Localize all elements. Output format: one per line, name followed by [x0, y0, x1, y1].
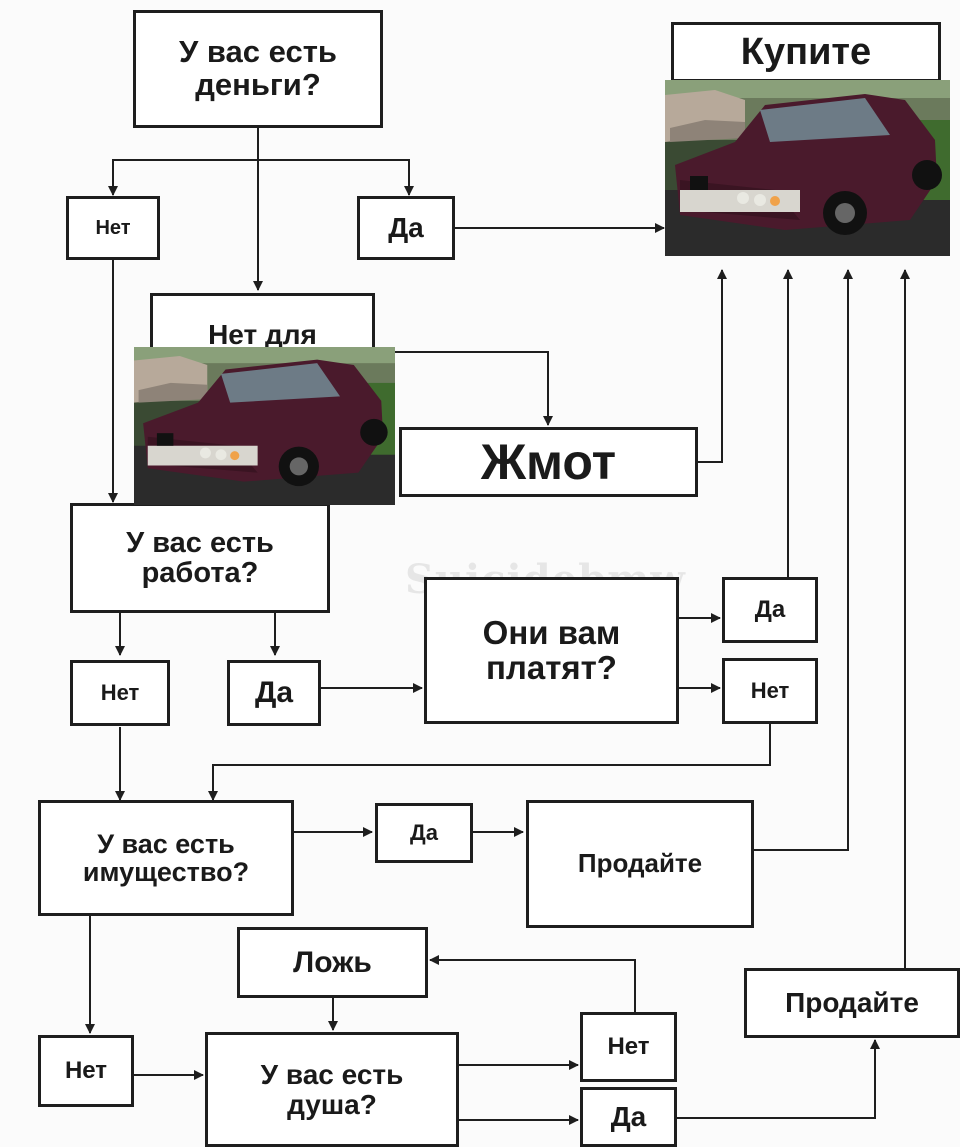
connector-sell1-to-buy — [752, 269, 853, 851]
node-yes-1: Да — [357, 196, 455, 260]
node-no-5: Нет — [580, 1012, 677, 1082]
node-sell-1: Продайте — [526, 800, 754, 928]
node-property-question: У вас есть имущество? — [38, 800, 294, 916]
node-paid-question: Они вам платят? — [424, 577, 679, 724]
node-soul-question: У вас есть душа? — [205, 1032, 459, 1147]
node-lie: Ложь — [237, 927, 428, 998]
connector-no5-to-lie — [429, 955, 636, 1012]
node-no-4: Нет — [38, 1035, 134, 1107]
connector-noneed-to-miser — [375, 351, 553, 426]
node-no-1: Нет — [66, 196, 160, 260]
node-money-question: У вас есть деньги? — [133, 10, 383, 128]
car-image — [665, 80, 950, 256]
car-photo-middle — [134, 347, 395, 505]
node-no-3: Нет — [722, 658, 818, 724]
node-yes-4: Да — [375, 803, 473, 863]
node-job-question: У вас есть работа? — [70, 503, 330, 613]
connector-miser-to-buy — [697, 269, 727, 463]
car-photo-top — [665, 80, 950, 256]
node-no-2: Нет — [70, 660, 170, 726]
node-miser: Жмот — [399, 427, 698, 497]
connector-money-to-yes — [258, 159, 414, 196]
car-image — [134, 347, 395, 505]
node-yes-2: Да — [227, 660, 321, 726]
node-sell-2: Продайте — [744, 968, 960, 1038]
node-buy: Купите — [671, 22, 941, 82]
node-yes-3: Да — [722, 577, 818, 643]
node-yes-5: Да — [580, 1087, 677, 1147]
connector-yes5-to-sell2 — [672, 1039, 880, 1119]
connector-money-to-no — [108, 128, 259, 196]
connector-no3-to-property — [208, 722, 771, 801]
